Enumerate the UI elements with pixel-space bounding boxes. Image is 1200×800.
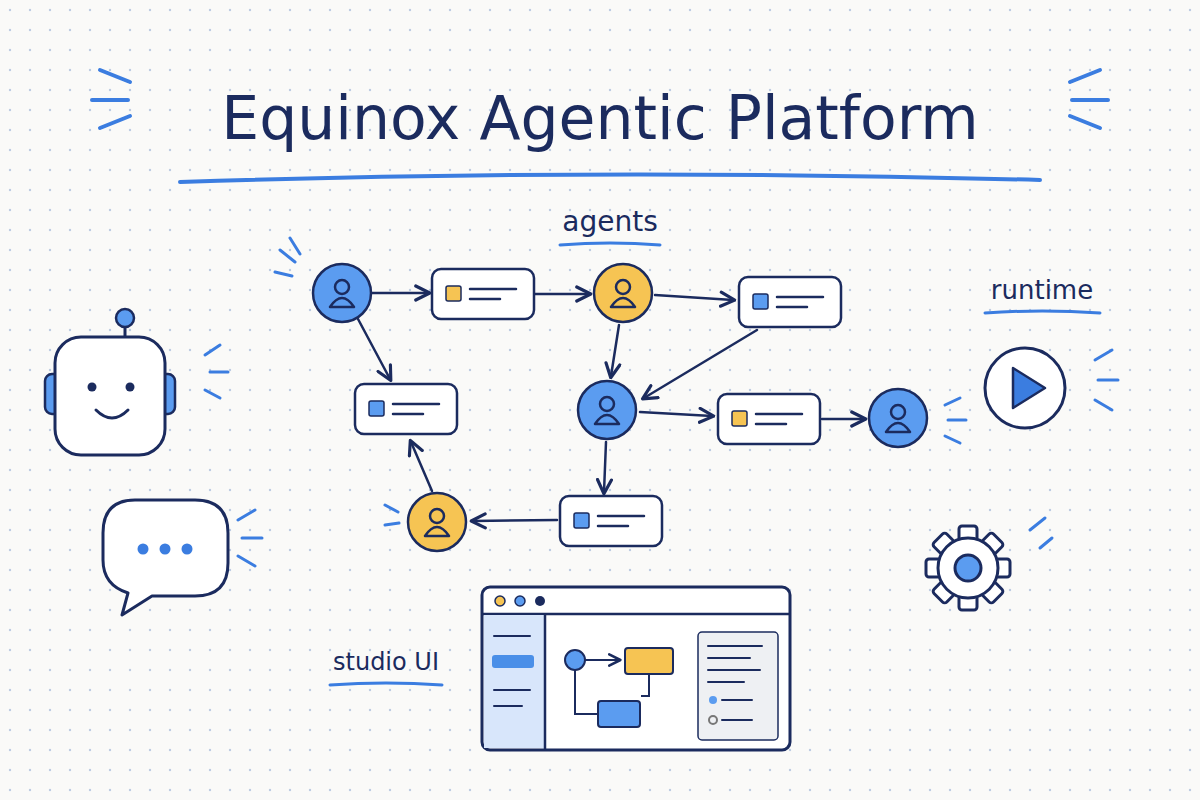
studio-window xyxy=(492,655,534,668)
title-decoration xyxy=(1070,70,1108,128)
task-card xyxy=(739,277,841,327)
flow-arrow xyxy=(640,412,712,416)
title-decoration xyxy=(92,70,1108,182)
gear-icon xyxy=(938,538,998,598)
task-card xyxy=(432,269,534,319)
studio-window xyxy=(494,636,530,706)
play-button xyxy=(1013,368,1045,408)
agent-icon xyxy=(869,389,927,447)
flow-arrow xyxy=(358,319,390,379)
studio-window xyxy=(495,596,505,606)
flow-arrow xyxy=(611,325,619,376)
studio-window xyxy=(484,615,545,748)
gear-icon xyxy=(926,526,1010,610)
sparkle xyxy=(238,510,262,566)
flow-arrow xyxy=(604,442,606,492)
agent-icon xyxy=(313,264,371,322)
studio-window xyxy=(698,632,778,740)
sparkle xyxy=(205,238,1118,566)
studio-window xyxy=(709,696,717,704)
studio-window xyxy=(598,701,640,727)
robot-icon xyxy=(55,337,165,455)
task-card xyxy=(560,496,662,546)
sparkle xyxy=(205,345,228,398)
gear-icon xyxy=(926,526,1010,610)
play-button xyxy=(985,348,1065,428)
play-button xyxy=(985,348,1065,428)
agent-icon xyxy=(578,381,636,439)
flow-arrow xyxy=(822,418,864,421)
studio-window xyxy=(585,659,619,661)
chat-bubble xyxy=(182,544,193,555)
section-label: studio UI xyxy=(333,649,439,675)
section-label: agents xyxy=(562,207,657,238)
flow-arrow xyxy=(655,295,733,300)
flow-arrow xyxy=(372,292,428,295)
studio-window xyxy=(482,587,790,750)
section-label: runtime xyxy=(991,276,1093,305)
flow-arrow xyxy=(644,330,757,398)
robot-icon xyxy=(126,383,135,392)
title-decoration xyxy=(180,174,1040,182)
studio-window xyxy=(482,587,790,750)
studio-window xyxy=(625,648,673,674)
title-text: Equinox Agentic Platform xyxy=(221,85,979,151)
flow-arrow xyxy=(532,293,589,296)
chat-bubble xyxy=(103,500,228,615)
studio-window xyxy=(483,613,789,616)
studio-window xyxy=(535,596,545,606)
robot-icon xyxy=(45,309,175,455)
studio-window xyxy=(565,650,585,670)
label-underline xyxy=(560,243,660,245)
label-underline xyxy=(330,683,442,685)
gear-icon xyxy=(955,555,981,581)
sparkle xyxy=(945,398,966,443)
sparkle xyxy=(275,238,300,276)
robot-icon xyxy=(88,383,97,392)
chat-bubble xyxy=(160,544,171,555)
robot-icon xyxy=(96,410,128,418)
robot-icon xyxy=(116,309,134,327)
agent-icon xyxy=(313,264,927,551)
studio-window xyxy=(708,646,762,720)
sparkle xyxy=(1030,518,1052,548)
studio-window xyxy=(709,716,717,724)
title-decoration xyxy=(92,70,130,128)
gear-icon xyxy=(940,540,996,596)
studio-window xyxy=(515,596,525,606)
sparkle xyxy=(1095,350,1118,410)
task-card xyxy=(355,384,457,434)
agent-icon xyxy=(594,264,652,322)
sparkle xyxy=(385,505,399,525)
flow-arrow xyxy=(411,442,432,491)
task-card xyxy=(355,269,841,546)
studio-window xyxy=(544,614,547,749)
task-card xyxy=(718,394,820,444)
label-underline xyxy=(985,311,1100,313)
flow-arrow xyxy=(473,520,557,521)
agent-icon xyxy=(408,493,466,551)
chat-bubble xyxy=(138,544,149,555)
chat-bubble xyxy=(103,500,228,615)
